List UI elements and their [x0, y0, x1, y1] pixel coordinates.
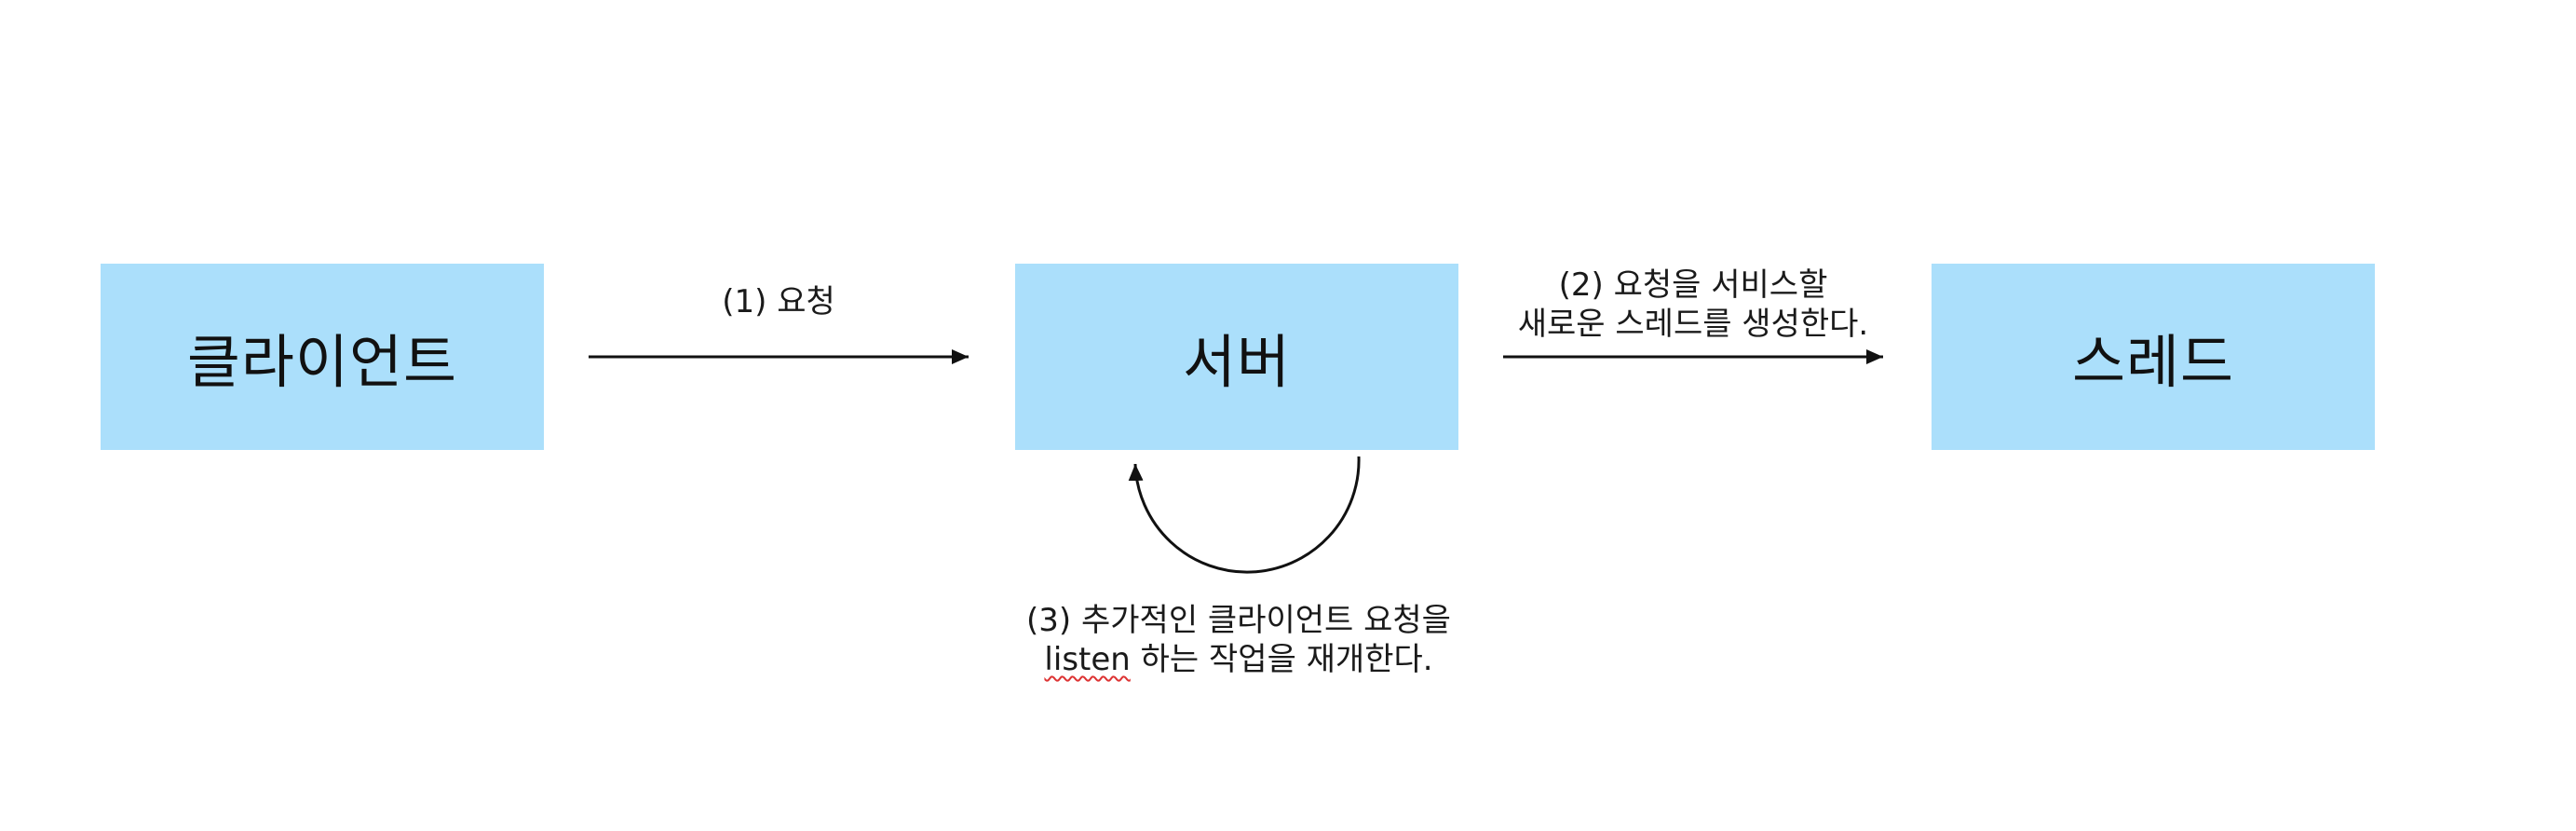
edge-label-step1: (1) 요청 [630, 282, 928, 321]
node-client: 클라이언트 [101, 264, 544, 450]
node-server-label: 서버 [1182, 328, 1292, 396]
edge-label-step2-line1: (2) 요청을 서비스할 [1558, 266, 1828, 304]
edge-label-step3: (3) 추가적인 클라이언트 요청을 listen 하는 작업을 재개한다. [987, 601, 1490, 679]
edge-label-step2: (2) 요청을 서비스할 새로운 스레드를 생성한다. [1479, 266, 1907, 344]
node-server: 서버 [1015, 264, 1458, 450]
edge-label-step3-line2-rest: 하는 작업을 재개한다. [1130, 641, 1433, 678]
node-thread: 스레드 [1932, 264, 2375, 450]
edge-label-step3-line1: (3) 추가적인 클라이언트 요청을 [1026, 602, 1451, 639]
node-client-label: 클라이언트 [186, 328, 458, 396]
edge-label-step3-line2: listen 하는 작업을 재개한다. [987, 640, 1490, 679]
node-thread-label: 스레드 [2071, 328, 2235, 396]
edge-label-step2-line2: 새로운 스레드를 생성한다. [1517, 306, 1869, 343]
edge-label-step3-listen-word: listen [1044, 641, 1131, 678]
arrow-server-loop [1128, 456, 1361, 574]
edge-label-step1-text: (1) 요청 [722, 283, 835, 320]
